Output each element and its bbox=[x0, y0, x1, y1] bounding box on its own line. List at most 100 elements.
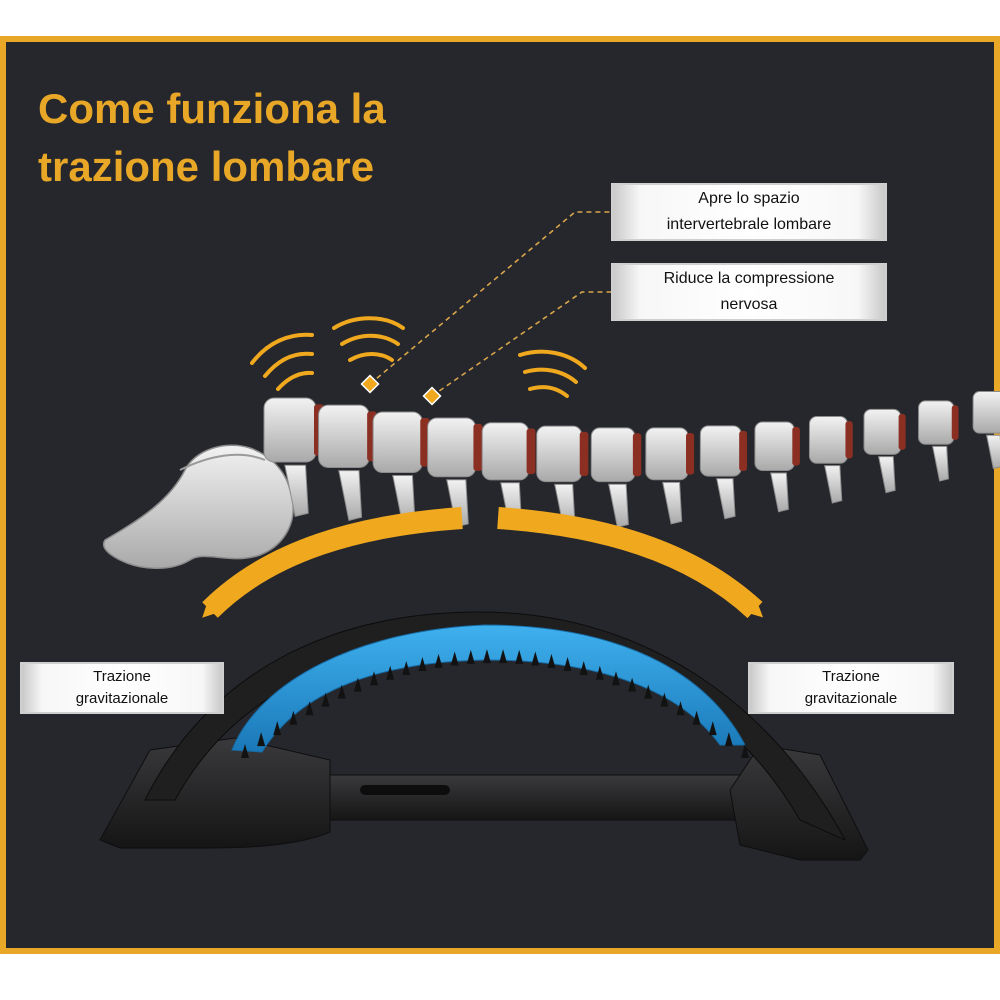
vertebra-body bbox=[318, 404, 370, 468]
stretcher-spike bbox=[531, 651, 540, 666]
callout-right-line2: gravitazionale bbox=[804, 690, 898, 707]
sacrum-bone bbox=[103, 444, 294, 569]
callout-left: Trazione gravitazionale bbox=[20, 662, 224, 714]
callout-left-line1: Trazione bbox=[93, 668, 151, 685]
stretcher-spike bbox=[241, 744, 249, 758]
intervertebral-disc bbox=[898, 413, 906, 450]
stretcher-spike bbox=[611, 671, 620, 686]
intervertebral-disc bbox=[526, 428, 536, 475]
stretcher-spike bbox=[273, 721, 282, 736]
vertebra-process bbox=[662, 481, 683, 525]
stretcher-spike bbox=[450, 651, 459, 666]
vertebra-process bbox=[770, 472, 789, 513]
stretcher-spike bbox=[547, 653, 556, 668]
vertebra-body bbox=[754, 421, 795, 472]
intervertebral-disc bbox=[686, 433, 695, 475]
stretcher-spike bbox=[321, 692, 330, 707]
vertebra-body bbox=[536, 425, 583, 483]
spine-illustration bbox=[103, 391, 1000, 569]
stretcher-spike bbox=[466, 649, 475, 664]
stretcher-spike bbox=[482, 649, 491, 664]
stretcher-spike bbox=[499, 649, 508, 664]
vertebra-process bbox=[284, 464, 309, 518]
callout-right-line1: Trazione bbox=[822, 668, 880, 685]
stretcher-spike bbox=[370, 671, 379, 686]
callout-middle-line2: nervosa bbox=[720, 296, 778, 313]
curved-arrow-left-icon bbox=[202, 507, 463, 618]
page-title-line1: Come funziona la bbox=[38, 85, 386, 132]
vertebra-body bbox=[590, 427, 636, 483]
back-stretcher-illustration bbox=[99, 611, 869, 861]
vertebra-process bbox=[716, 478, 736, 520]
stretcher-spike bbox=[563, 657, 572, 672]
stretcher-spike bbox=[305, 701, 314, 716]
stretcher-base-bar bbox=[269, 774, 806, 821]
intervertebral-disc bbox=[845, 421, 853, 459]
stretcher-spike bbox=[337, 684, 346, 699]
leader-lines bbox=[369, 211, 612, 397]
stretcher-spike bbox=[257, 732, 266, 747]
stretcher-spike bbox=[628, 677, 637, 692]
vertebra-body bbox=[918, 400, 955, 445]
leader-line-top bbox=[369, 211, 612, 385]
stretcher-spike bbox=[353, 677, 362, 692]
stretcher-spike bbox=[660, 692, 669, 707]
sacrum-ridge bbox=[179, 453, 266, 471]
vibration-wave-icon bbox=[250, 316, 587, 398]
stretcher-spike bbox=[434, 653, 443, 668]
vertebra-body bbox=[972, 391, 1000, 434]
vertebra-process bbox=[986, 434, 1000, 470]
vertebra-body bbox=[645, 427, 689, 481]
vertebra-body bbox=[263, 397, 317, 463]
vertebra-process bbox=[824, 465, 843, 504]
vertebra-process bbox=[608, 483, 629, 528]
stretcher-spike bbox=[579, 660, 588, 675]
stretcher-spike bbox=[418, 657, 427, 672]
intervertebral-disc bbox=[579, 431, 589, 477]
callout-top-line2: intervertebrale lombare bbox=[666, 216, 832, 233]
leader-marker-middle bbox=[422, 386, 442, 406]
intervertebral-disc bbox=[792, 426, 800, 466]
intervertebral-disc bbox=[739, 430, 748, 472]
vertebra-body bbox=[863, 408, 902, 455]
stretcher-spike bbox=[402, 660, 411, 675]
leader-marker-top bbox=[360, 374, 380, 394]
vertebra-body bbox=[699, 425, 742, 477]
vertebra-process bbox=[932, 445, 949, 482]
vertebra-body bbox=[808, 415, 848, 464]
stretcher-spike bbox=[692, 710, 701, 725]
callout-middle: Riduce la compressione nervosa bbox=[611, 263, 887, 321]
leader-markers bbox=[360, 374, 442, 406]
stretcher-spike bbox=[386, 665, 395, 680]
stretcher-spike bbox=[644, 684, 653, 699]
stretcher-spike bbox=[724, 732, 733, 747]
callout-right: Trazione gravitazionale bbox=[748, 662, 954, 714]
stretcher-spike bbox=[515, 649, 524, 664]
callout-left-line2: gravitazionale bbox=[75, 690, 169, 707]
page-title-line2: trazione lombare bbox=[38, 143, 375, 190]
curved-arrows bbox=[202, 507, 764, 619]
vertebra-body bbox=[481, 422, 530, 481]
callout-top-line1: Apre lo spazio bbox=[698, 190, 800, 207]
vertebra-body bbox=[372, 411, 423, 474]
curved-arrow-right-icon bbox=[497, 507, 764, 619]
stretcher-base-slot bbox=[360, 785, 450, 795]
intervertebral-disc bbox=[951, 405, 959, 440]
stretcher-spike bbox=[708, 721, 717, 736]
page-title: Come funziona la trazione lombare bbox=[38, 80, 598, 196]
callout-top: Apre lo spazio intervertebrale lombare bbox=[611, 183, 887, 241]
stretcher-spikes bbox=[241, 649, 749, 758]
vertebra-process bbox=[878, 456, 896, 494]
stretcher-left-foot bbox=[99, 737, 331, 849]
leader-line-middle bbox=[431, 291, 612, 397]
intervertebral-disc bbox=[632, 433, 642, 477]
vertebra-process bbox=[338, 470, 363, 522]
vertebrae-group bbox=[263, 391, 1000, 530]
intervertebral-disc bbox=[473, 423, 483, 471]
callout-middle-line1: Riduce la compressione bbox=[663, 270, 835, 287]
stretcher-spike bbox=[676, 701, 685, 716]
stretcher-spike bbox=[289, 710, 298, 725]
stretcher-spike bbox=[595, 665, 604, 680]
